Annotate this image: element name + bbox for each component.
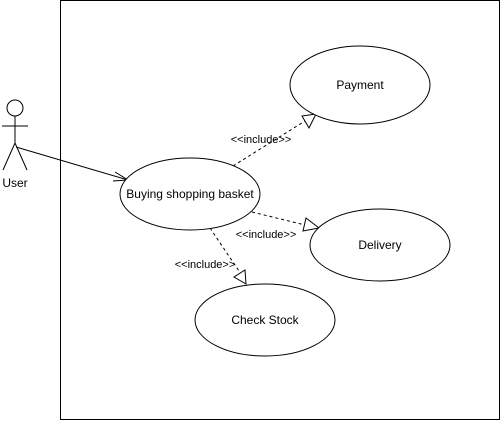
use-case-check-stock[interactable]: Check Stock [194,283,336,357]
actor-user[interactable]: User [2,99,28,190]
include-payment-arrowhead [301,113,317,130]
use-case-payment-label: Payment [336,78,384,92]
include-payment-line [232,120,306,167]
include-check-stock-arrowhead [233,269,247,285]
use-case-delivery[interactable]: Delivery [309,208,451,282]
include-check-stock-relation[interactable]: <<include>> [175,227,247,285]
include-delivery-line [251,211,306,226]
include-check-stock-line [209,227,240,272]
association-user-buying[interactable] [15,146,130,182]
use-case-buying-ellipse [119,157,261,231]
actor-label: User [2,176,27,190]
include-delivery-relation[interactable]: <<include>> [236,211,321,241]
use-case-check-stock-ellipse [194,283,336,357]
actor-head [6,99,24,117]
actor-left-leg [2,142,16,171]
use-case-check-stock-label: Check Stock [231,313,299,327]
include-payment-relation[interactable]: <<include>> [231,113,317,167]
include-payment-label: <<include>> [231,134,292,146]
include-delivery-label: <<include>> [236,229,297,241]
use-case-delivery-ellipse [309,208,451,282]
use-case-buying-label: Buying shopping basket [126,187,254,201]
use-case-payment-ellipse [289,45,431,125]
system-boundary [60,0,500,420]
include-delivery-arrowhead [302,217,321,232]
use-case-payment[interactable]: Payment [289,45,431,125]
include-check-stock-label: <<include>> [175,259,236,271]
association-line [15,146,129,181]
use-case-buying-shopping-basket[interactable]: Buying shopping basket [119,157,261,231]
use-case-delivery-label: Delivery [358,238,401,252]
